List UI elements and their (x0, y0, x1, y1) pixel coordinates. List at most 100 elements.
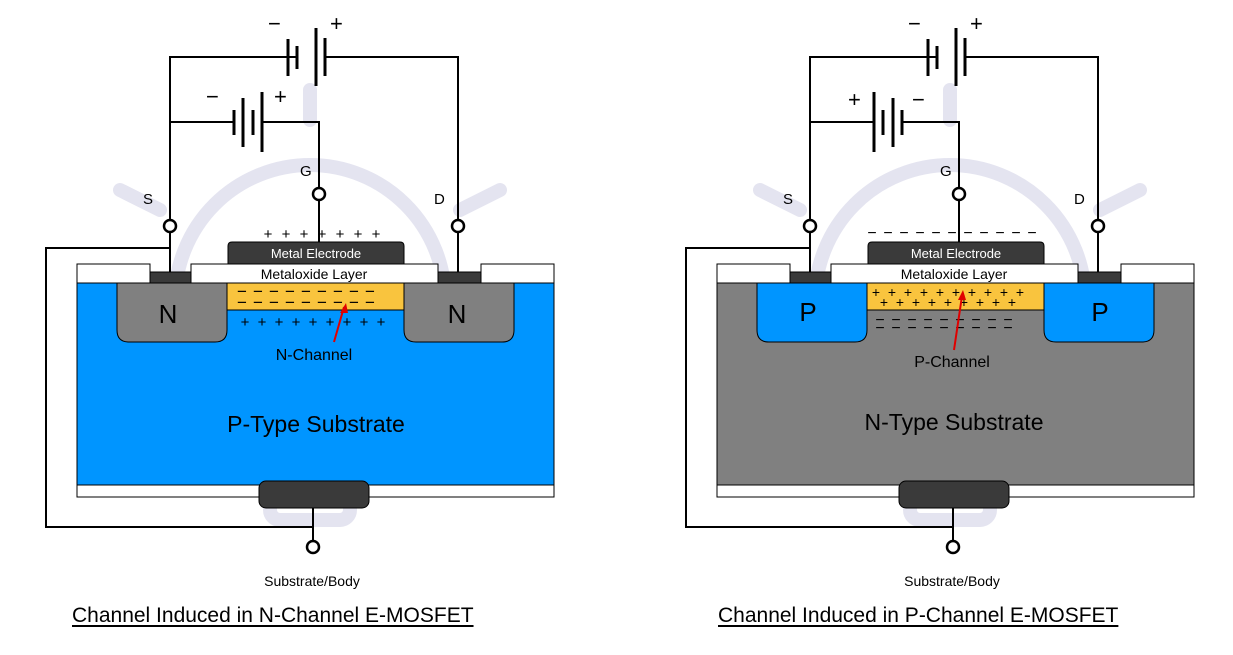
charge-sign: − (333, 282, 343, 301)
gate-charges: +++++++ (264, 226, 381, 243)
channel-arrow (953, 295, 963, 351)
charge-sign: − (899, 225, 908, 242)
charge-sign: + (1016, 284, 1024, 300)
charge-sign: − (349, 293, 359, 312)
gate-terminal (951, 186, 967, 202)
gate-battery-minus: − (912, 87, 925, 112)
ds-battery-minus: − (908, 11, 921, 36)
ds-battery-icon (286, 28, 327, 86)
charge-sign: + (944, 294, 952, 310)
charge-sign: − (317, 282, 327, 301)
charge-sign: + (968, 284, 976, 300)
gate-battery-icon (232, 92, 264, 152)
charge-sign: + (360, 314, 369, 331)
charge-sign: + (872, 284, 880, 300)
charge-sign: − (867, 225, 876, 242)
n-channel-label: N-Channel (276, 347, 352, 364)
charge-sign: − (365, 293, 375, 312)
charge-sign: + (292, 314, 301, 331)
charge-sign: + (377, 314, 386, 331)
body-terminal (305, 539, 321, 555)
gate-label: G (940, 163, 952, 180)
charge-sign: − (237, 282, 247, 301)
p-channel-region (866, 282, 1045, 311)
charge-sign: − (907, 320, 916, 337)
charge-sign: + (888, 284, 896, 300)
charge-sign: + (258, 314, 267, 331)
gate-metal-electrode (867, 241, 1045, 265)
charge-sign: + (1008, 294, 1016, 310)
pmos-diagram: − + + − S G D Metal Electrode Metaloxide… (685, 11, 1195, 589)
charge-sign: + (880, 294, 888, 310)
body-terminal (945, 539, 961, 555)
charge-sign: − (955, 320, 964, 337)
substrate-charges: +++++++++ (241, 314, 386, 331)
charge-sign: + (928, 294, 936, 310)
charge-sign: − (285, 282, 295, 301)
channel-charges-row2: −−−−−−−−− (237, 293, 375, 312)
surface-layer-right (1120, 263, 1195, 284)
gate-terminal (311, 186, 327, 202)
source-terminal (162, 218, 178, 234)
n-channel-region (226, 282, 405, 311)
metal-electrode-label: Metal Electrode (911, 246, 1001, 261)
gate-metal-electrode (227, 241, 405, 265)
charge-sign: − (365, 282, 375, 301)
p-region-right (1043, 282, 1155, 343)
charge-sign: + (960, 294, 968, 310)
gate-battery-icon (872, 92, 904, 152)
n-substrate-label: N-Type Substrate (865, 409, 1044, 435)
charge-sign: − (269, 282, 279, 301)
charge-sign: − (955, 312, 964, 329)
drain-terminal (1090, 218, 1106, 234)
substrate-charges-row2: −−−−−−−−− (875, 320, 1012, 337)
charge-sign: − (269, 293, 279, 312)
charge-sign: + (992, 294, 1000, 310)
charge-sign: − (875, 320, 884, 337)
source-terminal (802, 218, 818, 234)
charge-sign: − (947, 225, 956, 242)
charge-sign: − (923, 320, 932, 337)
oxide-layer-label: Metaloxide Layer (901, 266, 1008, 282)
charge-sign: + (354, 226, 363, 243)
charge-sign: − (939, 320, 948, 337)
oxide-layer-label: Metaloxide Layer (261, 266, 368, 282)
charge-sign: − (301, 293, 311, 312)
nmos-diagram: − + − + S G D Metal Electrode Metaloxide… (45, 11, 555, 589)
charge-sign: − (1011, 225, 1020, 242)
charge-sign: − (349, 282, 359, 301)
charge-sign: − (333, 293, 343, 312)
source-label: S (143, 191, 153, 208)
surface-layer-right (480, 263, 555, 284)
charge-sign: + (372, 226, 381, 243)
charge-sign: − (891, 312, 900, 329)
charge-sign: + (912, 294, 920, 310)
charge-sign: + (318, 226, 327, 243)
p-substrate-label: P-Type Substrate (227, 411, 405, 437)
charge-sign: − (883, 225, 892, 242)
charge-sign: + (336, 226, 345, 243)
gate-battery-plus: + (274, 84, 287, 109)
charge-sign: − (1003, 312, 1012, 329)
ds-battery-plus: + (330, 11, 343, 36)
substrate-charges-row1: −−−−−−−−− (875, 312, 1012, 329)
pmos-caption: Channel Induced in P-Channel E-MOSFET (718, 604, 1119, 627)
channel-arrow-head (958, 290, 966, 300)
gate-charges: −−−−−−−−−−− (867, 225, 1036, 242)
body-electrode (258, 480, 370, 509)
ds-battery-plus: + (970, 11, 983, 36)
gate-battery-plus: + (848, 87, 861, 112)
charge-sign: + (300, 226, 309, 243)
charge-sign: + (282, 226, 291, 243)
charge-sign: − (939, 312, 948, 329)
channel-arrow-head (340, 303, 348, 313)
charge-sign: − (971, 320, 980, 337)
body-label: Substrate/Body (264, 573, 360, 589)
drain-terminal (450, 218, 466, 234)
drain-label: D (434, 191, 445, 208)
p-channel-label: P-Channel (914, 354, 990, 371)
charge-sign: − (875, 312, 884, 329)
body-label: Substrate/Body (904, 573, 1000, 589)
p-region-left-label: P (799, 297, 816, 327)
